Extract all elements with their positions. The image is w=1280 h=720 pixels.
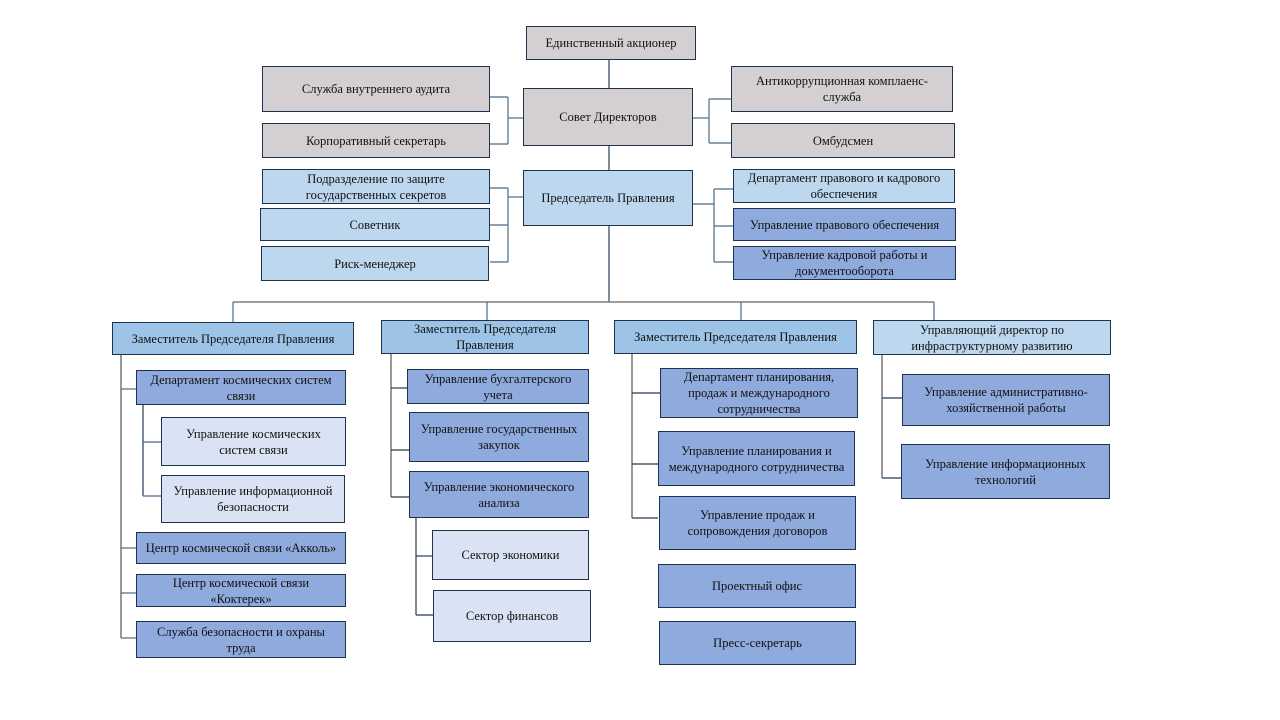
node-economic-analysis: Управление экономического анализа [409,471,589,518]
node-safety-service: Служба безопасности и охраны труда [136,621,346,658]
node-infrastructure-director: Управляющий директор по инфраструктурном… [873,320,1111,355]
node-deputy-2: Заместитель Председателя Правления [381,320,589,354]
node-sales-contracts: Управление продаж и сопровождения догово… [659,496,856,550]
node-shareholder: Единственный акционер [526,26,696,60]
node-space-comm-department: Департамент космических систем связи [136,370,346,405]
node-planning-international: Управление планирования и международного… [658,431,855,486]
node-press-secretary: Пресс-секретарь [659,621,856,665]
node-advisor: Советник [260,208,490,241]
node-risk-manager: Риск-менеджер [261,246,489,281]
node-info-security: Управление информационной безопасности [161,475,345,523]
node-procurement: Управление государственных закупок [409,412,589,462]
node-planning-sales-department: Департамент планирования, продаж и между… [660,368,858,418]
node-accounting: Управление бухгалтерского учета [407,369,589,404]
node-anticorruption: Антикоррупционная комплаенс-служба [731,66,953,112]
node-legal-hr-department: Департамент правового и кадрового обеспе… [733,169,955,203]
node-board-of-directors: Совет Директоров [523,88,693,146]
node-ombudsman: Омбудсмен [731,123,955,158]
node-state-secrets: Подразделение по защите государственных … [262,169,490,204]
node-legal-support: Управление правового обеспечения [733,208,956,241]
node-kokterek-center: Центр космической связи «Коктерек» [136,574,346,607]
node-internal-audit: Служба внутреннего аудита [262,66,490,112]
node-economics-sector: Сектор экономики [432,530,589,580]
node-corporate-secretary: Корпоративный секретарь [262,123,490,158]
node-deputy-1: Заместитель Председателя Правления [112,322,354,355]
node-hr-documents: Управление кадровой работы и документооб… [733,246,956,280]
node-deputy-3: Заместитель Председателя Правления [614,320,857,354]
node-project-office: Проектный офис [658,564,856,608]
node-finance-sector: Сектор финансов [433,590,591,642]
node-information-technology: Управление информационных технологий [901,444,1110,499]
node-akkol-center: Центр космической связи «Акколь» [136,532,346,564]
node-admin-household: Управление административно-хозяйственной… [902,374,1110,426]
node-space-comm-management: Управление космических систем связи [161,417,346,466]
node-chairman: Председатель Правления [523,170,693,226]
